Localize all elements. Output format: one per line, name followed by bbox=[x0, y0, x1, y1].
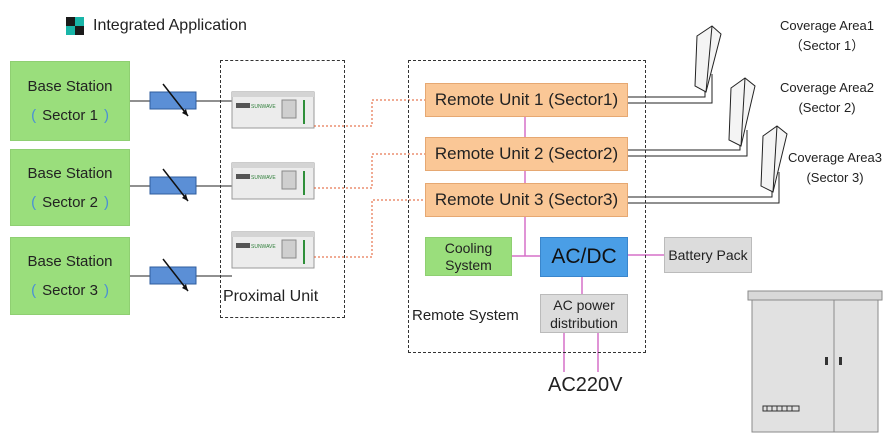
proximal-unit-label: Proximal Unit bbox=[223, 288, 319, 305]
base-station-sector: ( Sector 1) bbox=[25, 107, 115, 124]
coverage-area-2: Coverage Area2 (Sector 2) bbox=[772, 78, 882, 118]
open-bracket: ( bbox=[31, 107, 37, 124]
outdoor-cabinet-icon bbox=[747, 290, 883, 433]
cooling-system: Cooling System bbox=[425, 237, 512, 276]
integrated-application-logo-icon bbox=[66, 17, 84, 35]
open-bracket: ( bbox=[31, 282, 37, 299]
proximal-unit-group bbox=[220, 60, 345, 318]
rack-unit-icon bbox=[231, 231, 315, 269]
antenna-icon bbox=[760, 125, 788, 193]
cooling-system-label: Cooling System bbox=[444, 239, 493, 273]
coverage-area-sector: (Sector 2) bbox=[798, 100, 856, 115]
acdc-converter: AC/DC bbox=[540, 237, 628, 277]
base-station-3: Base Station ( Sector 3) bbox=[10, 237, 130, 315]
title-text: Integrated Application bbox=[93, 17, 247, 34]
fiber-link bbox=[314, 153, 425, 189]
rack-unit-icon bbox=[231, 91, 315, 129]
coverage-area-1: Coverage Area1 （Sector 1） bbox=[772, 16, 882, 56]
base-station-1: Base Station ( Sector 1) bbox=[10, 61, 130, 141]
attenuator-icon bbox=[149, 258, 197, 292]
base-station-label: Base Station bbox=[27, 164, 113, 182]
device-badge: SUNWAVE bbox=[251, 175, 276, 181]
coverage-area-sector: （Sector 1） bbox=[789, 38, 865, 53]
close-bracket: ) bbox=[103, 107, 109, 124]
sector-label: Sector 1 bbox=[42, 107, 98, 124]
antenna-feeder bbox=[628, 170, 780, 204]
coverage-area-name: Coverage Area3 bbox=[788, 150, 882, 165]
remote-unit-3: Remote Unit 3 (Sector3) bbox=[425, 183, 628, 217]
coverage-area-name: Coverage Area2 bbox=[780, 80, 874, 95]
device-badge: SUNWAVE bbox=[251, 244, 276, 250]
attenuator-icon bbox=[149, 168, 197, 202]
fiber-link bbox=[314, 99, 425, 127]
antenna-icon bbox=[728, 77, 756, 147]
sector-label: Sector 2 bbox=[42, 193, 98, 211]
ac-distribution-label: AC power distribution bbox=[550, 296, 618, 331]
coverage-area-sector: (Sector 3) bbox=[806, 170, 864, 185]
close-bracket: ) bbox=[103, 282, 109, 299]
base-station-label: Base Station bbox=[27, 253, 113, 270]
close-bracket: ) bbox=[103, 193, 109, 211]
base-station-sector: ( Sector 2) bbox=[25, 194, 115, 211]
base-station-sector: ( Sector 3) bbox=[25, 282, 115, 299]
ac-input-label: AC220V bbox=[548, 374, 623, 396]
ac-power-distribution: AC power distribution bbox=[540, 294, 628, 333]
remote-unit-1: Remote Unit 1 (Sector1) bbox=[425, 83, 628, 117]
open-bracket: ( bbox=[31, 193, 37, 211]
fiber-link bbox=[314, 199, 425, 258]
sector-label: Sector 3 bbox=[42, 282, 98, 299]
remote-unit-2: Remote Unit 2 (Sector2) bbox=[425, 137, 628, 171]
coverage-area-name: Coverage Area1 bbox=[780, 18, 874, 33]
remote-system-label: Remote System bbox=[412, 307, 519, 324]
diagram-title: Integrated Application bbox=[66, 14, 247, 38]
base-station-2: Base Station ( Sector 2) bbox=[10, 149, 130, 226]
attenuator-icon bbox=[149, 83, 197, 117]
coverage-area-3: Coverage Area3 (Sector 3) bbox=[780, 148, 890, 188]
base-station-label: Base Station bbox=[27, 78, 113, 95]
device-badge: SUNWAVE bbox=[251, 104, 276, 110]
battery-pack: Battery Pack bbox=[664, 237, 752, 273]
remote-system-group bbox=[408, 60, 646, 353]
rack-unit-icon bbox=[231, 162, 315, 200]
antenna-icon bbox=[694, 25, 722, 93]
